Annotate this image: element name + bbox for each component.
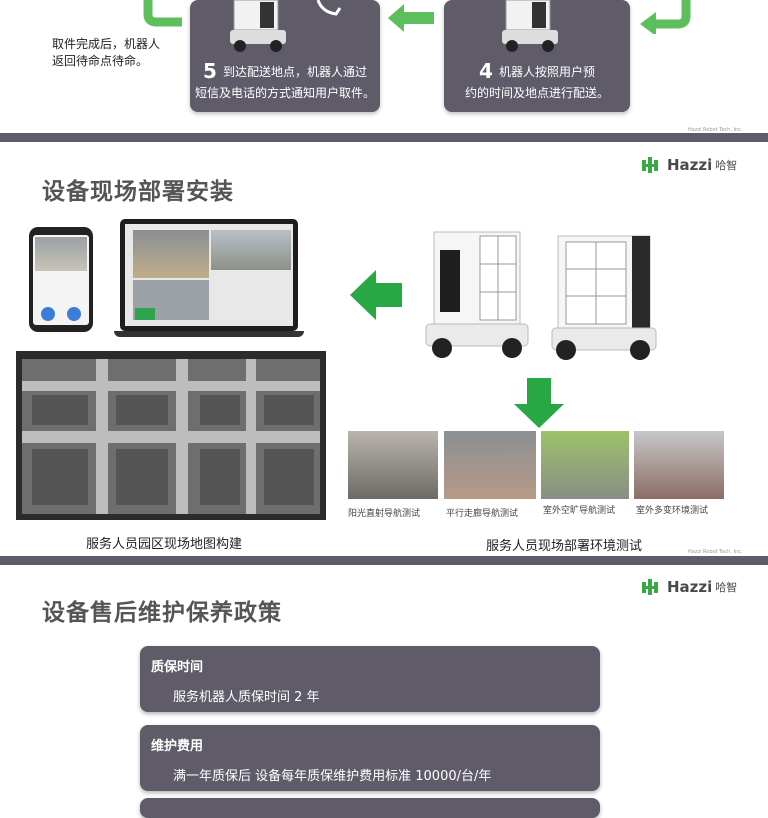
copyright-text: Hazzi Robot Tech, Inc. [688,549,743,555]
hazzi-logo-icon [642,157,658,173]
policy-card-maintenance-fee: 维护费用 满一年质保后 设备每年质保维护费用标准 10000/台/年 [140,725,600,791]
robot-icon [502,0,558,52]
hazzi-logo-icon [642,579,658,595]
hazzi-logo: Hazzi 哈智 [642,578,737,596]
step-text: 机器人按照用户预 [498,65,595,79]
site-map-graphic [22,359,320,514]
green-down-arrow-icon [514,378,564,428]
test-photo-variable-outdoor [634,431,724,499]
thumb-caption: 室外空旷导航测试 [543,506,616,516]
step-text: 到达配送地点，机器人通过 [222,65,367,79]
step-number: 4 [479,59,493,83]
page-title: 设备现场部署安装 [42,179,234,205]
logo-brand-cn: 哈智 [715,159,738,172]
green-return-arrow-icon [143,0,182,27]
thumb-caption: 室外多变环境测试 [636,506,709,516]
copyright-text: Hazzi Robot Tech, Inc. [688,127,743,133]
page-title: 设备售后维护保养政策 [42,600,282,626]
site-map-image [16,351,326,520]
section-divider [0,133,768,142]
delivery-robot-image [425,231,529,358]
green-left-arrow-icon [388,4,434,32]
policy-card-partial [140,798,600,818]
thumb-caption: 阳光直射导航测试 [348,509,421,519]
step-number: 5 [203,59,217,83]
green-return-arrow-icon [640,0,691,34]
policy-card-warranty: 质保时间 服务机器人质保时间 2 年 [140,646,600,712]
green-left-arrow-icon [350,270,402,320]
delivery-flow-section: 取件完成后，机器人 返回待命点待命。 5 到达配送地点，机器人通过 短信及电话的方… [0,0,768,142]
logo-brand-cn: 哈智 [715,581,738,594]
logo-brand: Hazzi [667,578,713,596]
policy-title: 维护费用 [151,739,204,754]
laptop-base [114,331,304,337]
thumb-caption: 平行走廊导航测试 [446,509,519,519]
phone-icon [316,0,342,16]
policy-body: 满一年质保后 设备每年质保维护费用标准 10000/台/年 [173,769,492,784]
test-photo-corridor [444,431,536,499]
test-photo-sunlight [348,431,438,499]
section-divider [0,556,768,565]
policy-body: 服务机器人质保时间 2 年 [173,690,320,705]
delivery-robot-image [551,235,657,360]
logo-brand: Hazzi [667,156,713,174]
step-4-card: 4 机器人按照用户预 约的时间及地点进行配送。 [444,0,630,112]
robot-icon [230,0,286,52]
caption-left: 服务人员园区现场地图构建 [86,537,243,552]
return-note: 取件完成后，机器人 返回待命点待命。 [52,37,161,68]
step-5-card: 5 到达配送地点，机器人通过 短信及电话的方式通知用户取件。 [190,0,380,112]
step-text: 约的时间及地点进行配送。 [464,86,609,100]
phone-mockup [29,227,93,332]
hazzi-logo: Hazzi 哈智 [642,156,737,174]
policy-title: 质保时间 [151,660,204,675]
step-text: 短信及电话的方式通知用户取件。 [194,86,375,100]
caption-right: 服务人员现场部署环境测试 [486,539,643,554]
laptop-mockup [120,219,298,331]
test-photo-open-outdoor [541,431,629,499]
